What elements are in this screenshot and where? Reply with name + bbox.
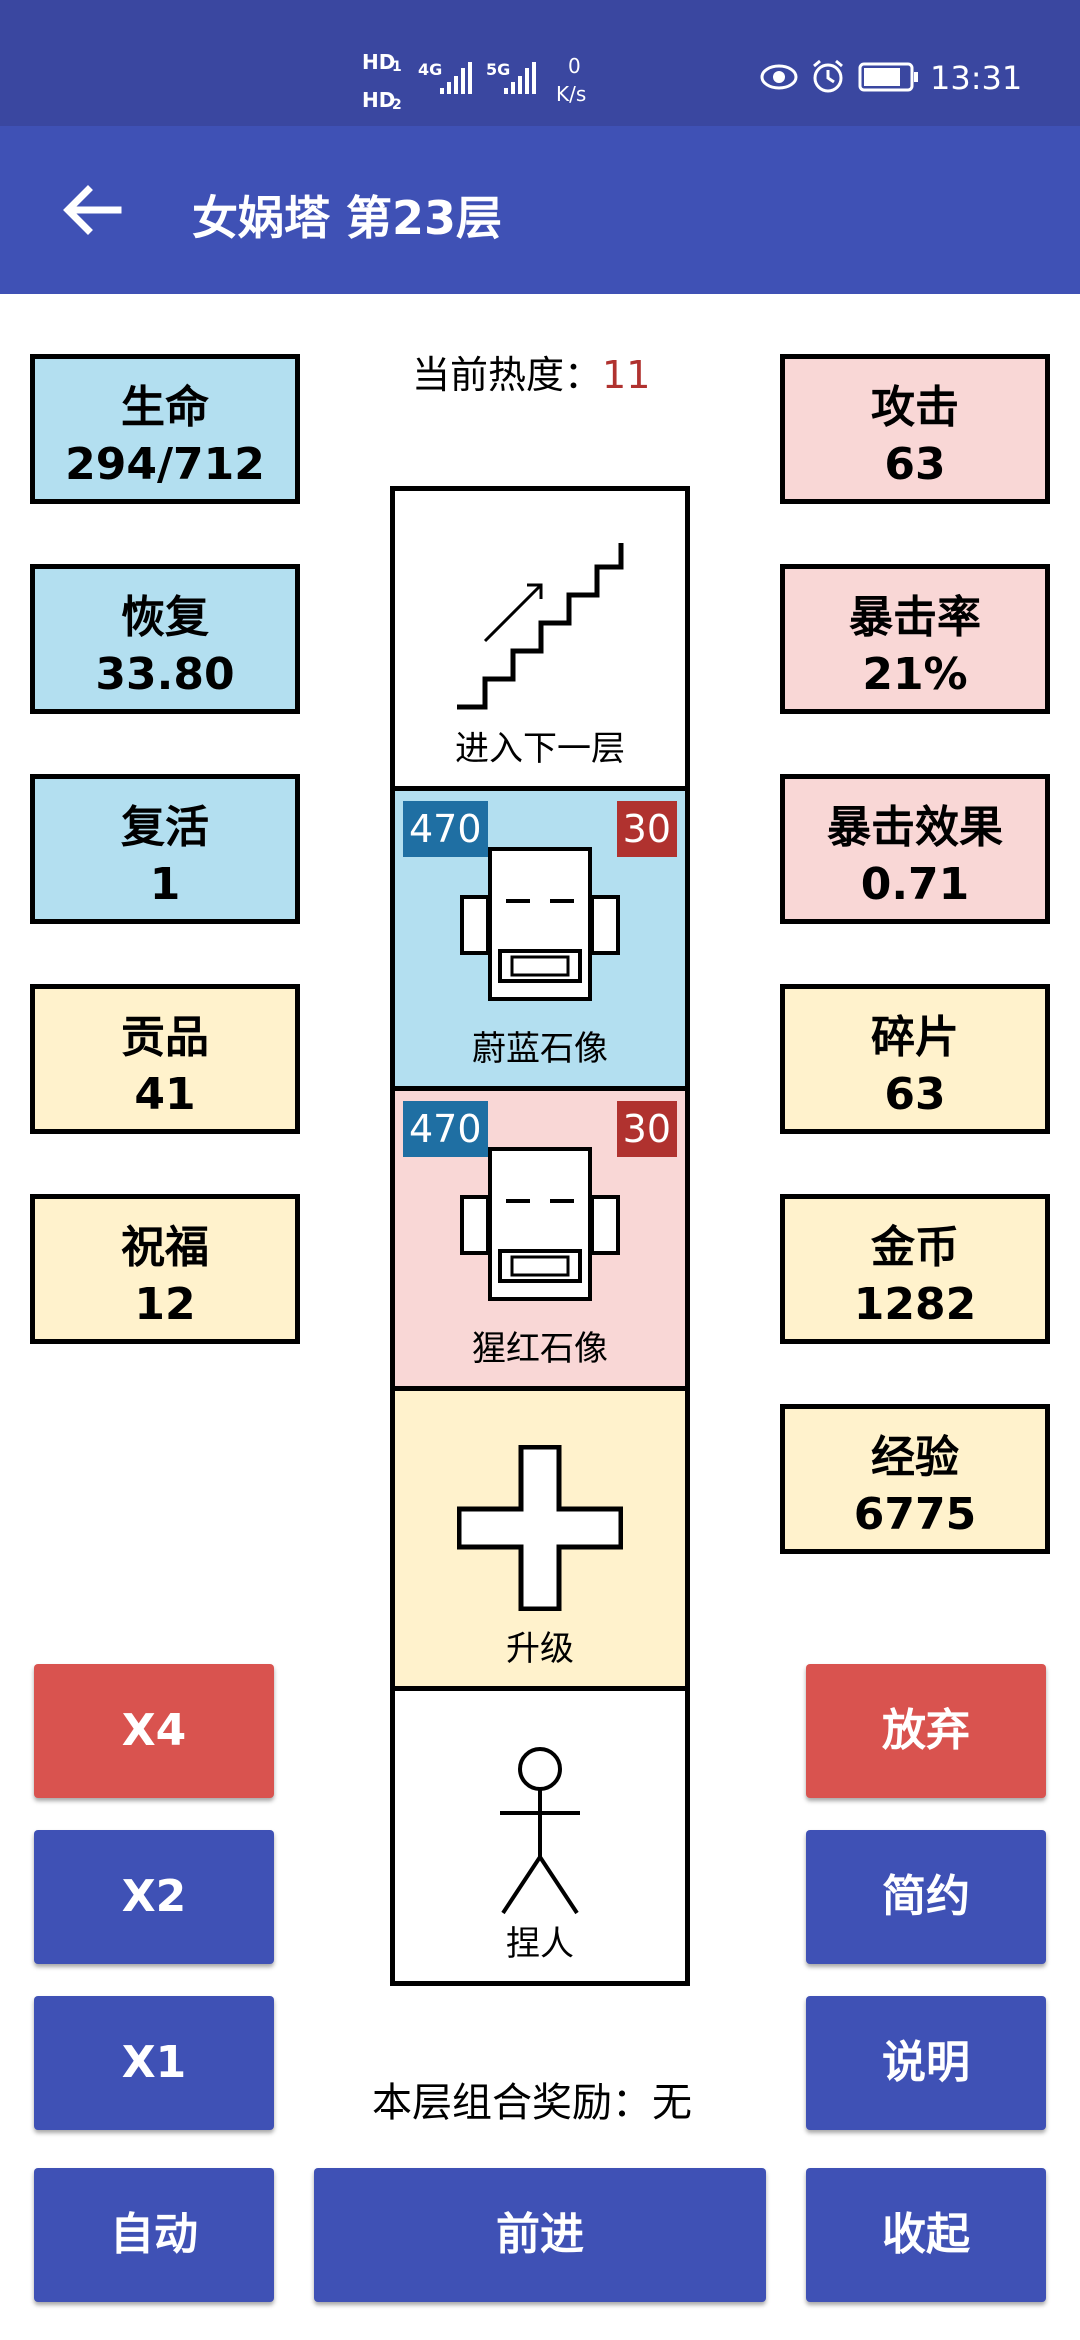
enemy-atk-badge: 30 [616,1101,677,1157]
tower-column: 进入下一层 470 30 蔚蓝石像 470 30 猩红石像 [390,486,690,1986]
stat-value: 21% [862,649,968,700]
heat-value: 11 [602,353,651,397]
page-title: 女娲塔 第23层 [192,191,503,245]
tower-cell-caption: 蔚蓝石像 [472,1029,608,1069]
plus-icon [457,1445,623,1611]
tower-cell-caption: 猩红石像 [472,1329,608,1369]
stat-value: 41 [134,1069,196,1120]
tower-cell-crimson-statue[interactable]: 470 30 猩红石像 [395,1091,685,1391]
simple-mode-button[interactable]: 简约 [806,1830,1046,1964]
tower-cell-character[interactable]: 捏人 [395,1691,685,1981]
stat-label: 经验 [871,1432,959,1483]
stat-label: 祝福 [121,1222,209,1273]
hd1-label: HD [362,50,396,74]
stat-label: 碎片 [871,1012,959,1063]
stat-label: 暴击率 [849,592,981,643]
stat-hp: 生命 294/712 [30,354,300,504]
stat-attack: 攻击 63 [780,354,1050,504]
heat-indicator: 当前热度：11 [412,344,650,399]
stat-crit-rate: 暴击率 21% [780,564,1050,714]
stat-crit-effect: 暴击效果 0.71 [780,774,1050,924]
net1-label: 4G [418,60,443,79]
auto-button[interactable]: 自动 [34,2168,274,2302]
person-icon [500,1747,580,1915]
stat-value: 294/712 [65,439,265,490]
signal-icon [440,62,472,94]
stat-value: 63 [884,439,946,490]
stat-exp: 经验 6775 [780,1404,1050,1554]
hd2-label: HD [362,88,396,112]
tower-cell-azure-statue[interactable]: 470 30 蔚蓝石像 [395,791,685,1091]
stat-value: 0.71 [860,859,970,910]
stat-blessing: 祝福 12 [30,1194,300,1344]
signal-icon [504,62,536,94]
floor-reward: 本层组合奖励：无 [372,2080,692,2126]
back-arrow-icon[interactable] [60,178,124,242]
stat-value: 1 [149,859,181,910]
stairs-icon [457,543,624,710]
battery-icon [858,62,918,92]
stat-label: 贡品 [121,1012,209,1063]
speed-value: 0 [568,54,581,78]
stat-value: 12 [134,1279,196,1330]
enemy-hp-badge: 470 [403,1101,488,1157]
speed-unit: K/s [556,82,587,106]
stat-value: 33.80 [95,649,235,700]
stat-label: 复活 [121,802,209,853]
enemy-atk-badge: 30 [616,801,677,857]
status-time: 13:31 [930,59,1023,97]
hd2-sub: 2 [392,97,402,113]
eye-icon [760,64,798,90]
stat-revive: 复活 1 [30,774,300,924]
statue-icon [460,847,620,1001]
enemy-hp-badge: 470 [403,801,488,857]
collapse-button[interactable]: 收起 [806,2168,1046,2302]
stat-label: 恢复 [121,592,209,643]
speed-x1-button[interactable]: X1 [34,1996,274,2130]
speed-x4-button[interactable]: X4 [34,1664,274,1798]
stat-gold: 金币 1282 [780,1194,1050,1344]
tower-cell-next-floor[interactable]: 进入下一层 [395,491,685,791]
stat-tribute: 贡品 41 [30,984,300,1134]
stat-label: 暴击效果 [827,802,1003,853]
tower-cell-upgrade[interactable]: 升级 [395,1391,685,1691]
speed-x2-button[interactable]: X2 [34,1830,274,1964]
stat-label: 金币 [871,1222,959,1273]
stat-label: 生命 [121,382,209,433]
stat-shards: 碎片 63 [780,984,1050,1134]
give-up-button[interactable]: 放弃 [806,1664,1046,1798]
statue-icon [460,1147,620,1301]
forward-button[interactable]: 前进 [314,2168,766,2302]
alarm-icon [813,59,843,93]
heat-label: 当前热度： [412,353,603,397]
stat-value: 1282 [853,1279,977,1330]
stat-label: 攻击 [871,382,959,433]
tower-cell-caption: 进入下一层 [455,729,625,769]
hd1-sub: 1 [392,59,402,75]
tower-cell-caption: 捏人 [506,1924,574,1964]
app-bar: 女娲塔 第23层 [0,126,1080,294]
help-button[interactable]: 说明 [806,1996,1046,2130]
stat-value: 63 [884,1069,946,1120]
status-bar: HD 1 HD 2 4G 5G 0 K/s 13:31 [0,0,1080,126]
stat-value: 6775 [853,1489,977,1540]
tower-cell-caption: 升级 [506,1629,574,1669]
net2-label: 5G [486,60,511,79]
stat-regen: 恢复 33.80 [30,564,300,714]
